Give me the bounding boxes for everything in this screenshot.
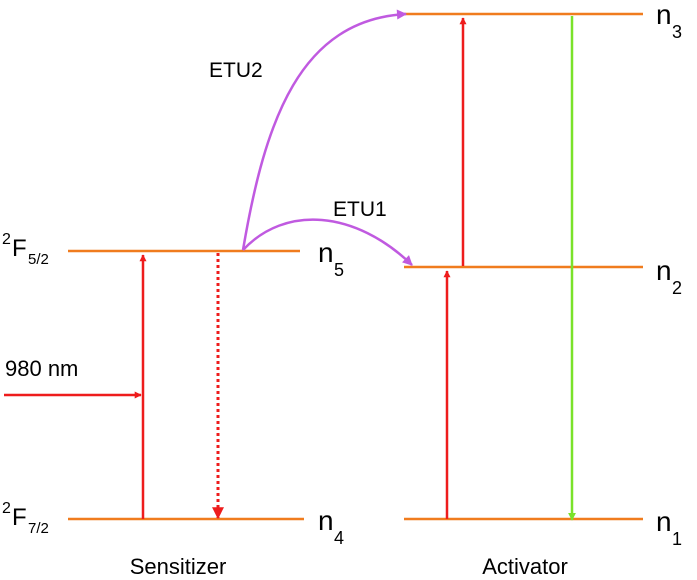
sensitizer-caption: Sensitizer	[130, 554, 227, 579]
svg-text:5: 5	[334, 260, 344, 280]
svg-text:n: n	[318, 505, 334, 536]
svg-text:n: n	[656, 255, 672, 286]
etu2-label: ETU2	[209, 59, 263, 82]
level-n3-label: n 3	[656, 0, 682, 42]
level-n2-label: n 2	[656, 255, 682, 298]
level-n1-label: n 1	[656, 506, 682, 549]
svg-text:n: n	[318, 237, 334, 268]
etu1-transfer-arc	[242, 218, 413, 266]
svg-text:2: 2	[2, 500, 11, 517]
sensitizer-lower-state-label: 2 F 7/2	[2, 500, 49, 537]
svg-text:F: F	[12, 235, 27, 262]
etu1-label: ETU1	[333, 198, 387, 221]
level-n4-label: n 4	[318, 505, 344, 548]
svg-text:F: F	[12, 504, 27, 531]
pump-wavelength-label: 980 nm	[5, 356, 78, 381]
level-n5-label: n 5	[318, 237, 344, 280]
svg-text:n: n	[656, 0, 672, 30]
svg-text:3: 3	[672, 22, 682, 42]
svg-text:5/2: 5/2	[28, 251, 49, 268]
svg-text:2: 2	[2, 231, 11, 248]
svg-text:4: 4	[334, 528, 344, 548]
etu2-transfer-arc	[241, 9, 407, 251]
sensitizer-upper-state-label: 2 F 5/2	[2, 231, 49, 268]
activator-caption: Activator	[482, 554, 568, 579]
svg-text:n: n	[656, 506, 672, 537]
svg-text:7/2: 7/2	[28, 520, 49, 537]
svg-text:2: 2	[672, 278, 682, 298]
svg-text:1: 1	[672, 529, 682, 549]
